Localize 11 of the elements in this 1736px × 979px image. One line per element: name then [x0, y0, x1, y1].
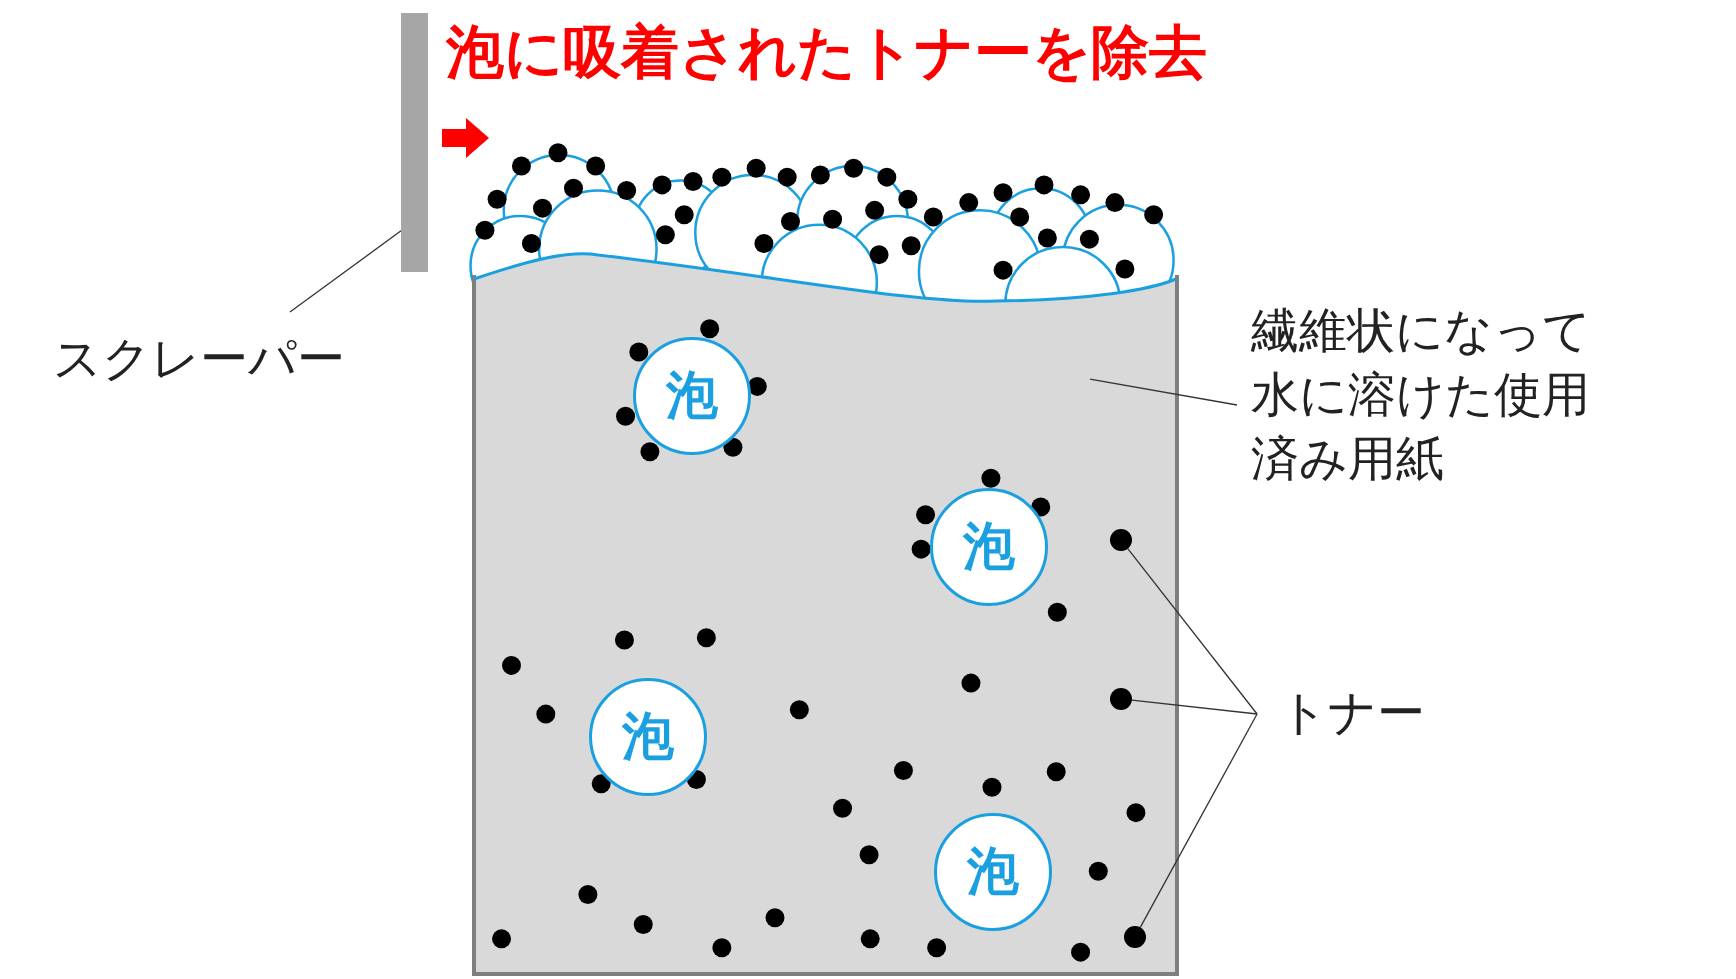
- leader-line: [1127, 548, 1258, 715]
- title: 泡に吸着されたトナーを除去: [446, 17, 1207, 88]
- callout-label: 繊維状になって水に溶けた使用済み用紙: [1251, 298, 1601, 490]
- scraper-blade: [401, 13, 428, 272]
- callout-label: トナー: [1279, 680, 1449, 744]
- leader-line: [289, 230, 402, 313]
- leader-line: [1131, 699, 1258, 715]
- leader-line: [1089, 378, 1238, 406]
- leader-line: [1139, 713, 1258, 928]
- callout-label: スクレーパー: [53, 326, 403, 390]
- pulp-tank: [470, 140, 1181, 976]
